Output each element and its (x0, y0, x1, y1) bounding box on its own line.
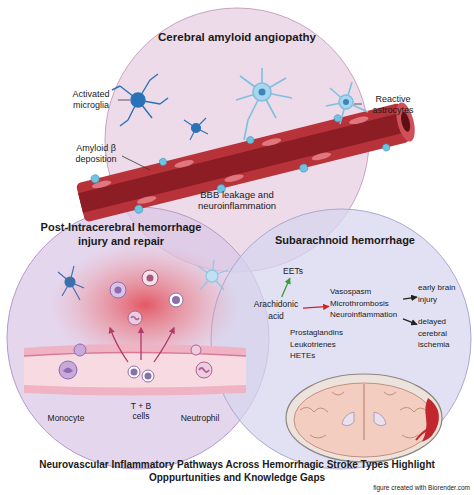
process-label: BBB leakage and neuroinflammation (167, 189, 307, 212)
callout-label: Activated microglia (62, 89, 120, 111)
circle-heading: Cerebral amyloid angiopathy (104, 30, 370, 44)
node-text: early brain injury (418, 282, 464, 305)
credit-note: figure created with Biorender.com (300, 484, 470, 492)
cell-label: T + B cells (122, 401, 160, 421)
amyloid-plaque (382, 143, 390, 151)
node-text: delayed cerebral ischemia (418, 316, 464, 351)
figure-caption: Neurovascular Inflammatory Pathways Acro… (6, 458, 468, 484)
cell-label: Neutrophil (172, 413, 228, 423)
node-text: Arachidonic acid (250, 298, 302, 323)
pathway-node: Vasospasm Microthrombosis Neuroinflammat… (330, 286, 402, 322)
circle-shape (211, 209, 471, 469)
outcome-node: early brain injury (418, 282, 464, 306)
circle-heading: Post-Intracerebral hemorrhage injury and… (40, 221, 202, 249)
node-text: Vasospasm Microthrombosis Neuroinflammat… (330, 286, 402, 321)
callout-label: Reactive astrocytes (362, 94, 424, 116)
endothelial-cell (91, 179, 112, 190)
circle-outline (210, 208, 472, 470)
circle-heading: Subarachnoid hemorrhage (265, 234, 425, 248)
edge-label: Prostaglandins Leukotrienes HETEs (290, 327, 354, 362)
callout-label: Amyloid β deposition (66, 143, 126, 165)
outcome-node: delayed cerebral ischemia (418, 316, 464, 352)
pathway-node: EETs (278, 265, 308, 277)
disease-circle: Subarachnoid hemorrhageArachidonic acid E… (210, 208, 472, 470)
node-text: EETs (278, 265, 308, 277)
pathway-node: Arachidonic acid (250, 298, 302, 322)
amyloid-plaque (90, 174, 100, 184)
cell-label: Monocyte (38, 413, 94, 423)
